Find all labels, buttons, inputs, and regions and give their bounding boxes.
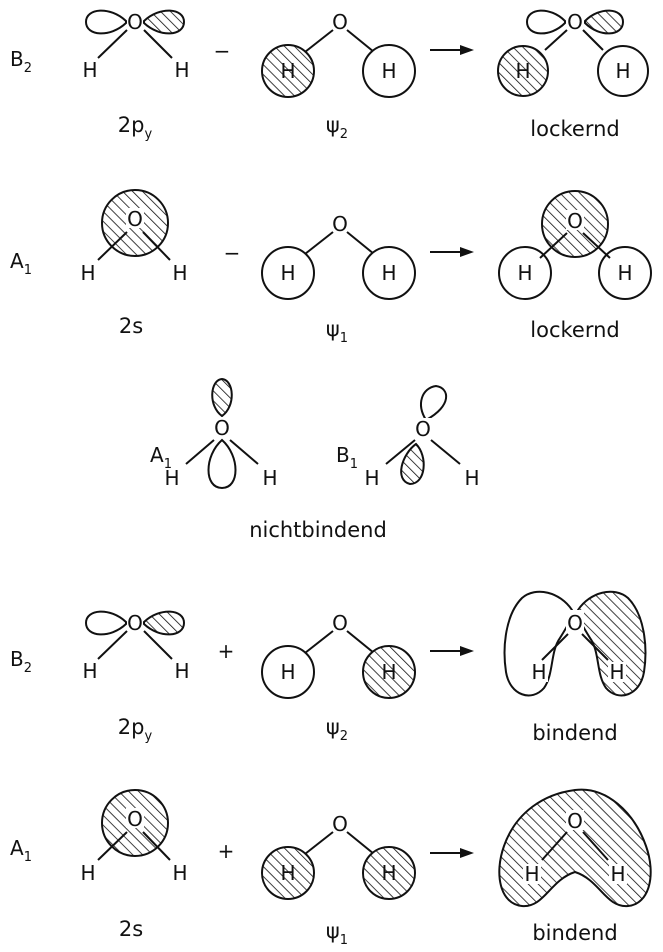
hydrogen-atom: H (280, 660, 295, 684)
oxygen-atom: O (332, 812, 348, 836)
group-orbital-label: ψ1 (326, 317, 348, 346)
hydrogen-atom: H (617, 261, 632, 285)
hydrogen-atom: H (515, 59, 530, 83)
result-label: bindend (532, 721, 617, 745)
symmetry-label: A1 (10, 249, 32, 278)
result-label: bindend (532, 921, 617, 945)
oxygen-atom: O (332, 10, 348, 34)
row-b2-bonding: B2 O H H 2py + O H H ψ2 (10, 590, 647, 745)
orbital-label: 2py (118, 715, 153, 744)
group-orbital-label: ψ2 (326, 113, 348, 142)
row-a1-bonding: A1 O H H 2s + O H H ψ1 (10, 788, 652, 948)
hydrogen-atom: H (174, 659, 189, 683)
hydrogen-atom: H (280, 59, 295, 83)
symmetry-label: B2 (10, 647, 32, 676)
operator: − (214, 39, 231, 63)
symmetry-label: B2 (10, 47, 32, 76)
molecular-orbital: O H H (497, 9, 649, 97)
hydrogen-group-orbital: O H H (261, 611, 416, 699)
hydrogen-atom: H (524, 862, 539, 886)
operator: + (218, 839, 235, 863)
o-2s-orbital: O H H (80, 189, 188, 285)
hydrogen-atom: H (262, 466, 277, 490)
group-orbital-label: ψ2 (326, 715, 348, 744)
o-2s-orbital: O H H (80, 789, 188, 885)
oxygen-atom: O (127, 207, 143, 231)
hydrogen-atom: H (364, 466, 379, 490)
arrow (430, 848, 474, 858)
symmetry-label: A1 (150, 443, 172, 472)
hydrogen-atom: H (381, 59, 396, 83)
row-a1-antibonding: A1 O H H 2s − O H H ψ1 (10, 189, 652, 346)
hydrogen-atom: H (82, 58, 97, 82)
hydrogen-atom: H (80, 261, 95, 285)
oxygen-atom: O (567, 10, 583, 34)
molecular-orbital: O H H (498, 788, 652, 908)
oxygen-atom: O (567, 611, 583, 635)
arrow (430, 646, 474, 656)
hydrogen-atom: H (164, 466, 179, 490)
o-2py-orbital: O H H (82, 9, 190, 82)
arrow (430, 247, 474, 257)
hydrogen-atom: H (615, 59, 630, 83)
orbital-label: 2py (118, 113, 153, 142)
hydrogen-group-orbital: O H H (261, 812, 416, 900)
molecular-orbital: O H H (503, 590, 647, 697)
row-b2-antibonding: B2 O H H 2py − O H H ψ2 (10, 9, 649, 142)
hydrogen-atom: H (172, 861, 187, 885)
oxygen-atom: O (127, 611, 143, 635)
hydrogen-atom: H (174, 58, 189, 82)
operator: + (218, 639, 235, 663)
symmetry-label: A1 (10, 836, 32, 865)
arrow (430, 45, 474, 55)
a1-lone-pair-orbital: O H H (164, 377, 278, 490)
hydrogen-group-orbital: O H H (261, 212, 416, 300)
hydrogen-atom: H (609, 660, 624, 684)
orbital-label: 2s (119, 917, 143, 941)
hydrogen-atom: H (464, 466, 479, 490)
hydrogen-atom: H (610, 862, 625, 886)
oxygen-atom: O (332, 212, 348, 236)
hydrogen-atom: H (82, 659, 97, 683)
hydrogen-atom: H (80, 861, 95, 885)
molecular-orbital: O H H (498, 190, 652, 300)
group-orbital-label: ψ1 (326, 919, 348, 948)
operator: − (224, 241, 241, 265)
hydrogen-group-orbital: O H H (261, 10, 416, 98)
oxygen-atom: O (127, 10, 143, 34)
oxygen-atom: O (332, 611, 348, 635)
nonbonding-section: A1 O H H B1 O H H nichtbindend (150, 377, 480, 542)
result-label: lockernd (530, 117, 619, 141)
hydrogen-atom: H (381, 861, 396, 885)
hydrogen-atom: H (280, 261, 295, 285)
oxygen-atom: O (214, 416, 230, 440)
orbital-label: 2s (119, 314, 143, 338)
b1-lone-pair-orbital: O H H (364, 384, 480, 490)
hydrogen-atom: H (381, 261, 396, 285)
hydrogen-atom: H (280, 861, 295, 885)
o-2py-orbital: O H H (82, 610, 190, 683)
hydrogen-atom: H (172, 261, 187, 285)
oxygen-atom: O (567, 809, 583, 833)
nonbonding-label: nichtbindend (249, 518, 387, 542)
hydrogen-atom: H (531, 660, 546, 684)
hydrogen-atom: H (381, 660, 396, 684)
oxygen-atom: O (415, 417, 431, 441)
hydrogen-atom: H (517, 261, 532, 285)
result-label: lockernd (530, 318, 619, 342)
oxygen-atom: O (567, 209, 583, 233)
oxygen-atom: O (127, 807, 143, 831)
symmetry-label: B1 (336, 443, 358, 472)
